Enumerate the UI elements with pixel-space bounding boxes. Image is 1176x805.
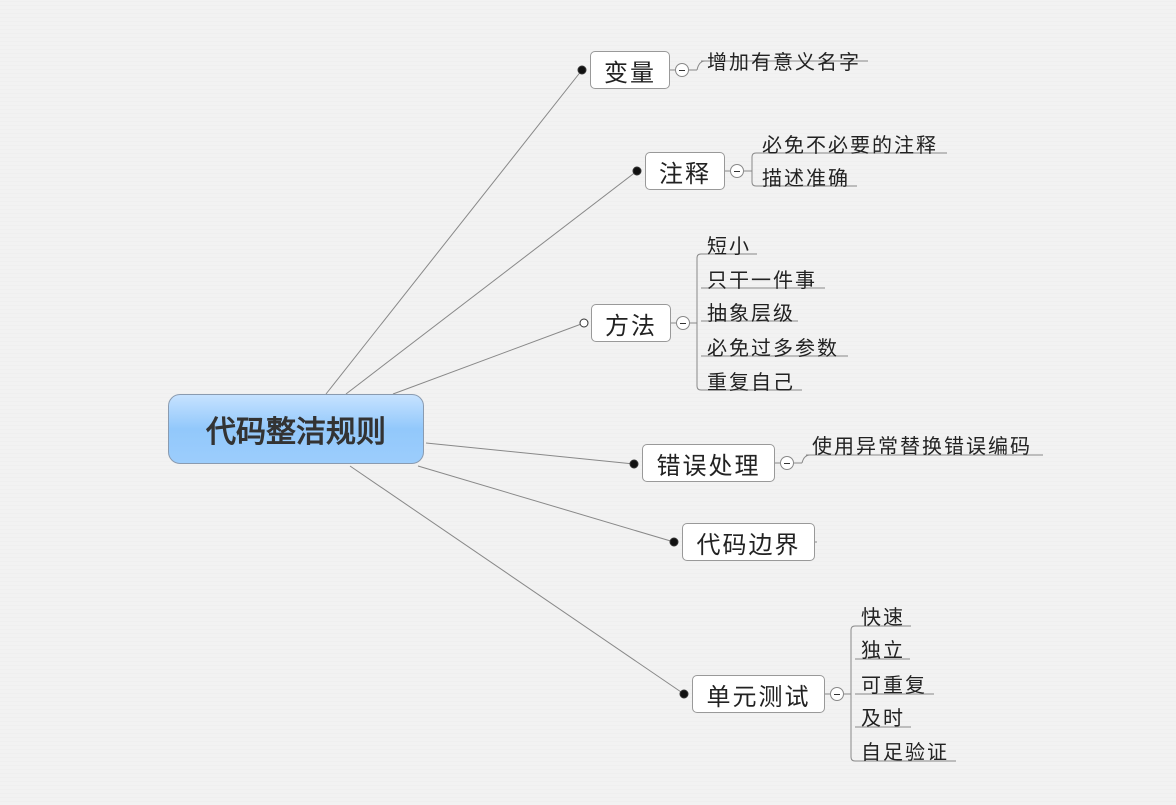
collapse-toggle-icon[interactable] (730, 164, 744, 178)
collapse-toggle-icon[interactable] (780, 456, 794, 470)
branch-dot (579, 318, 589, 328)
collapse-toggle-icon[interactable] (676, 316, 690, 330)
child-bracket (751, 152, 757, 187)
subtopic-leaf[interactable]: 快速 (861, 605, 905, 629)
collapse-toggle-icon[interactable] (675, 63, 689, 77)
branch-line (325, 69, 583, 395)
child-bracket (850, 625, 856, 762)
topic-node[interactable]: 方法 (591, 304, 671, 342)
topic-node[interactable]: 代码边界 (682, 523, 815, 561)
subtopic-leaf[interactable]: 必免过多参数 (707, 336, 839, 360)
subtopic-leaf[interactable]: 使用异常替换错误编码 (812, 434, 1032, 458)
subtopic-leaf[interactable]: 及时 (861, 706, 905, 730)
child-bracket (696, 253, 702, 391)
branch-line (349, 465, 685, 695)
collapse-toggle-icon[interactable] (830, 687, 844, 701)
branch-line (425, 442, 635, 465)
subtopic-leaf[interactable]: 必免不必要的注释 (762, 133, 938, 157)
subtopic-leaf[interactable]: 自足验证 (861, 740, 949, 764)
branch-dot (577, 65, 587, 75)
subtopic-leaf[interactable]: 抽象层级 (707, 301, 795, 325)
branch-dot (629, 459, 639, 469)
topic-node[interactable]: 错误处理 (642, 444, 775, 482)
topic-node[interactable]: 注释 (645, 152, 725, 190)
branch-line (392, 322, 585, 395)
child-bracket (696, 60, 706, 71)
central-topic[interactable]: 代码整洁规则 (168, 394, 424, 464)
subtopic-leaf[interactable]: 只干一件事 (707, 268, 817, 292)
subtopic-leaf[interactable]: 短小 (707, 234, 751, 258)
branch-dot (632, 166, 642, 176)
subtopic-leaf[interactable]: 描述准确 (762, 166, 850, 190)
subtopic-leaf[interactable]: 增加有意义名字 (707, 50, 861, 74)
branch-line (417, 465, 675, 543)
subtopic-leaf[interactable]: 可重复 (861, 673, 927, 697)
subtopic-leaf[interactable]: 重复自己 (707, 370, 795, 394)
topic-node[interactable]: 单元测试 (692, 675, 825, 713)
topic-node[interactable]: 变量 (590, 51, 670, 89)
branch-dot (669, 537, 679, 547)
subtopic-leaf[interactable]: 独立 (861, 638, 905, 662)
child-bracket (801, 454, 811, 464)
branch-dot (679, 689, 689, 699)
branch-line (345, 170, 638, 395)
